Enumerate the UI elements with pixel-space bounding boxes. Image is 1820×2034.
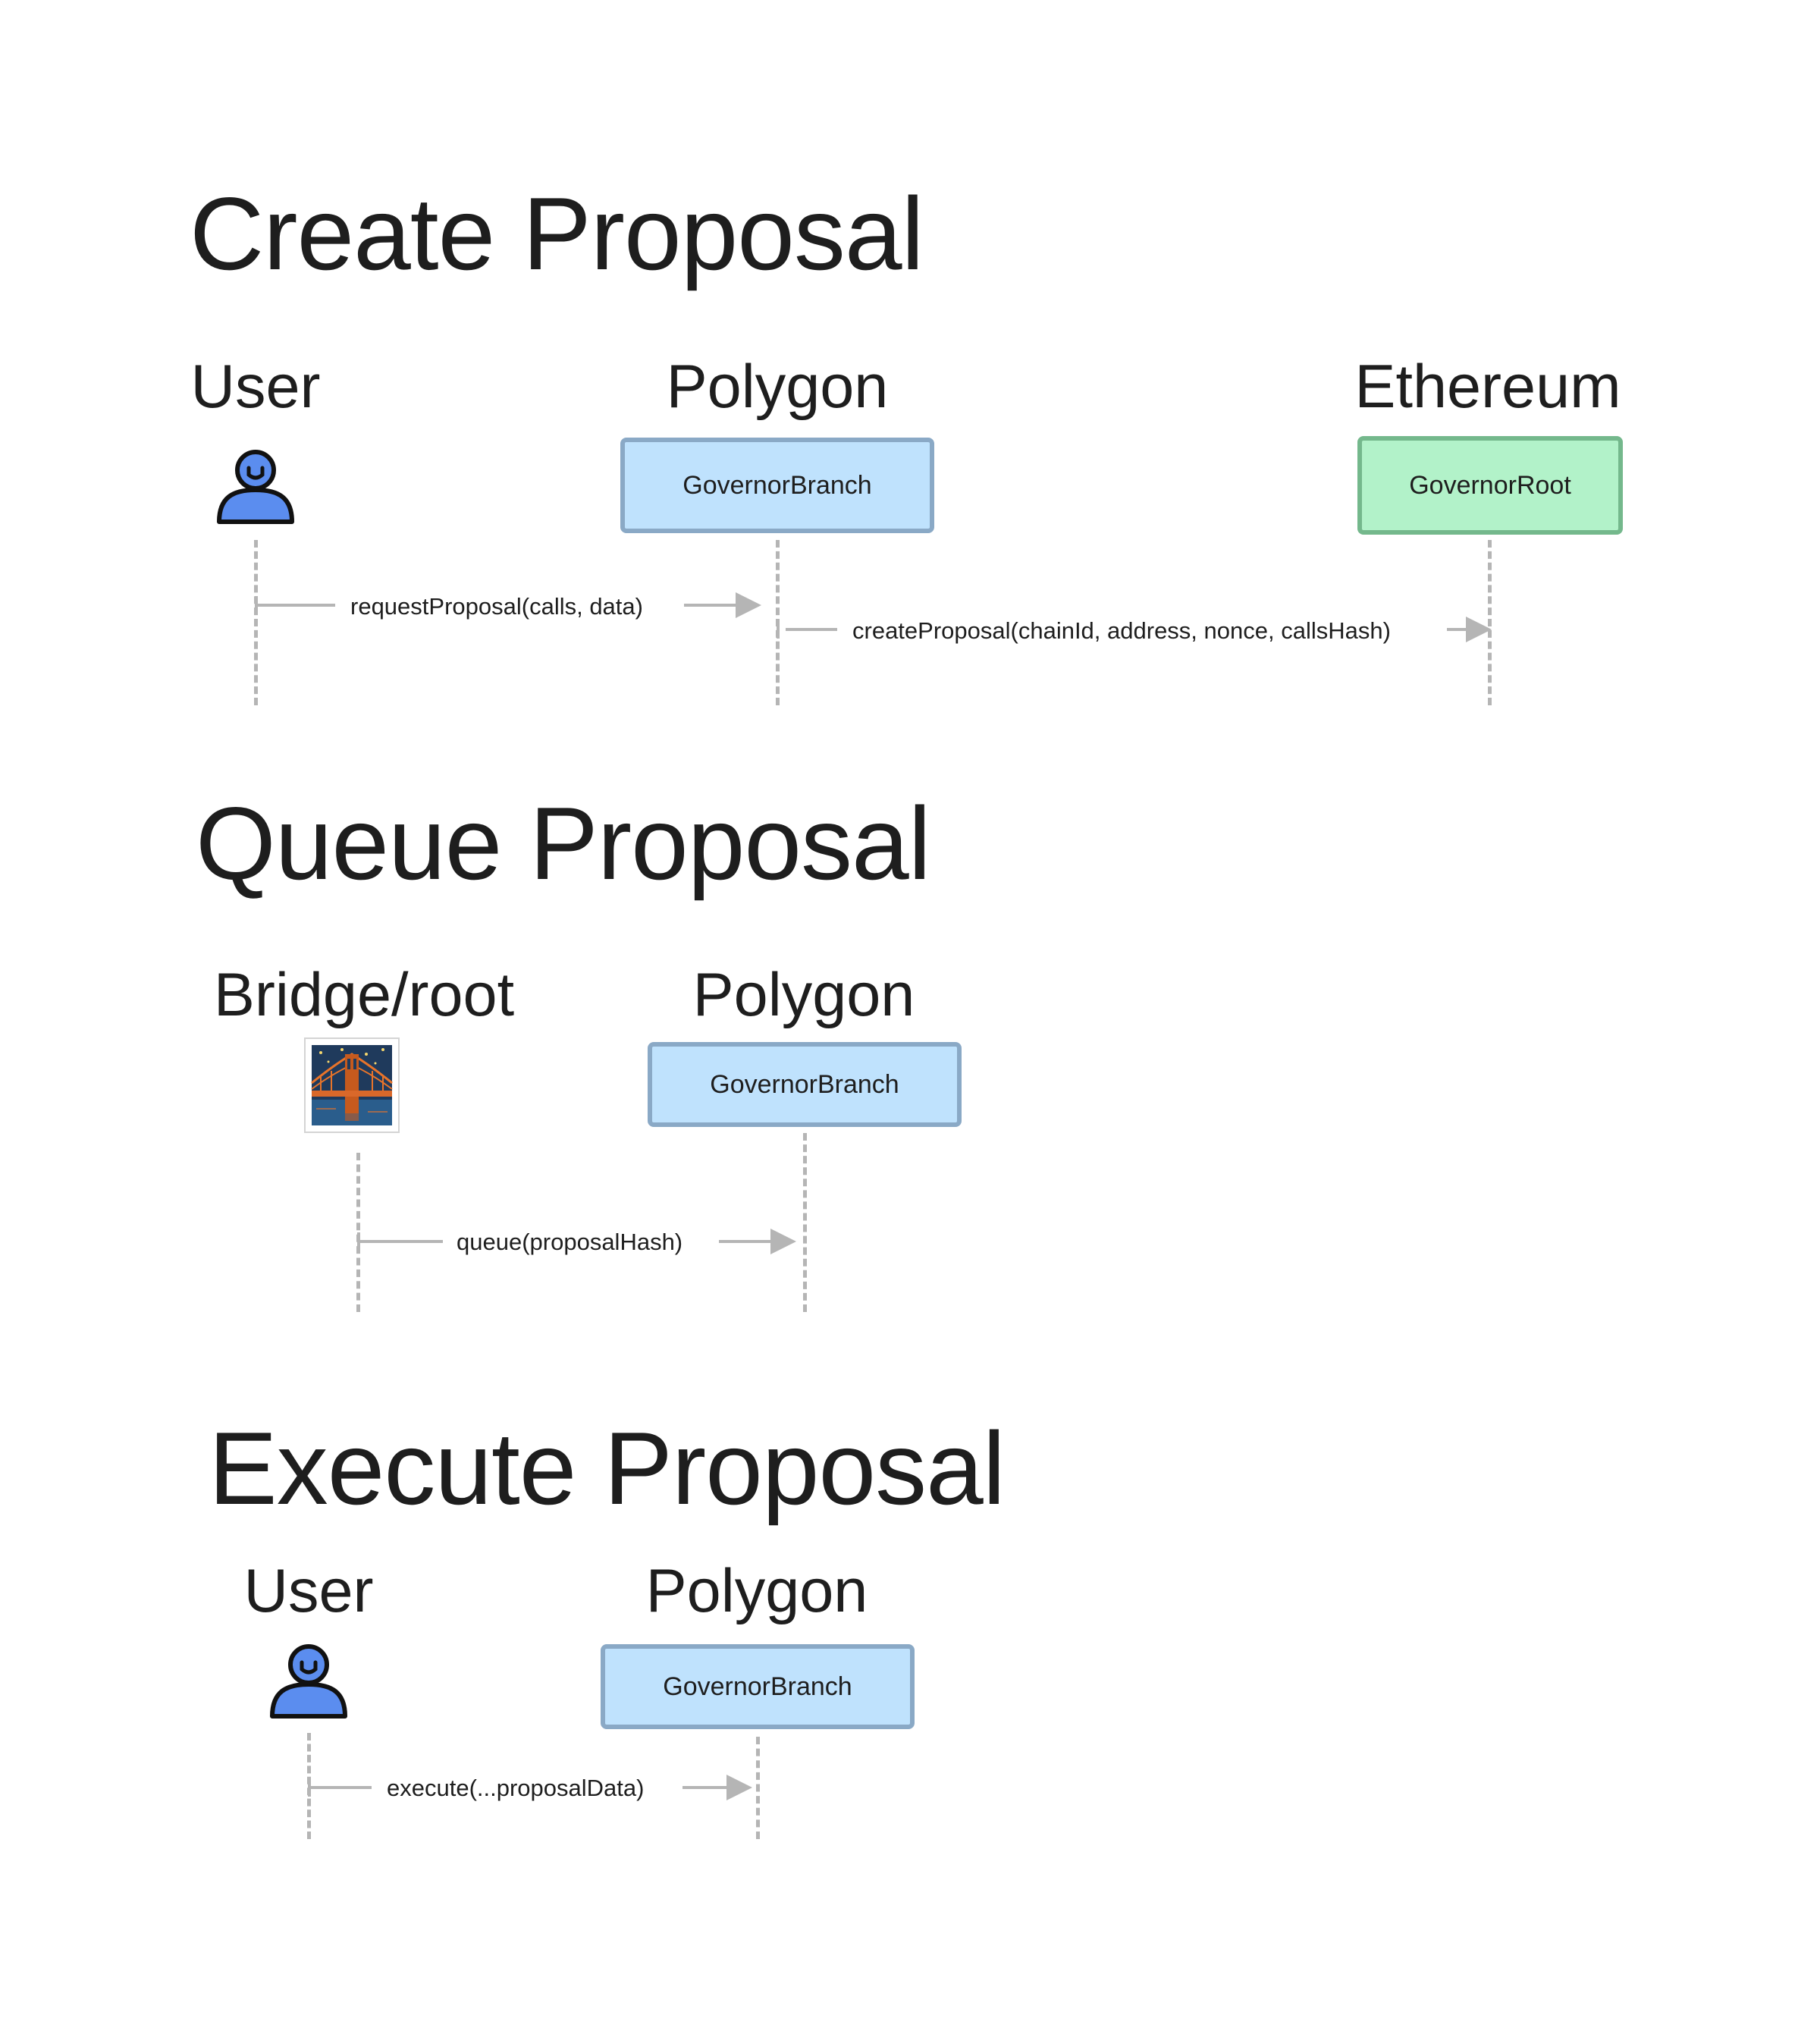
- execute-proposal-title: Execute Proposal: [209, 1411, 1006, 1526]
- execute-branch-lifeline: [756, 1737, 760, 1839]
- create-arrow-tail: [777, 620, 780, 639]
- queue-arrow-tail: [357, 1232, 360, 1251]
- create-actor-user-label: User: [190, 353, 321, 421]
- queue-actor-polygon-label: Polygon: [692, 961, 915, 1029]
- execute-actor-polygon-label: Polygon: [645, 1557, 868, 1625]
- execute-arrow-line-right: [682, 1786, 728, 1789]
- request-arrow-line-left: [256, 604, 335, 607]
- create-governor-root-box: GovernorRoot: [1357, 436, 1623, 535]
- create-proposal-title: Create Proposal: [190, 176, 924, 291]
- queue-actor-bridge-label: Bridge/root: [213, 961, 515, 1029]
- person-icon: [216, 447, 295, 526]
- create-actor-ethereum-label: Ethereum: [1354, 353, 1621, 421]
- bridge-at-night-icon: [304, 1037, 400, 1133]
- queue-branch-lifeline: [803, 1133, 807, 1312]
- queue-arrow-line-right: [719, 1240, 772, 1243]
- create-arrow-line-left: [786, 628, 837, 631]
- execute-governor-branch-box: GovernorBranch: [601, 1644, 915, 1729]
- queue-governor-branch-box: GovernorBranch: [648, 1042, 962, 1127]
- create-user-lifeline: [254, 540, 258, 705]
- queue-arrow-head: [770, 1229, 796, 1254]
- request-proposal-message: requestProposal(calls, data): [350, 593, 643, 620]
- request-arrow-head: [736, 592, 761, 618]
- queue-arrow-line-left: [359, 1240, 443, 1243]
- request-arrow-line-right: [684, 604, 737, 607]
- create-actor-polygon-label: Polygon: [666, 353, 889, 421]
- execute-arrow-head: [726, 1775, 752, 1800]
- create-arrow-head: [1466, 617, 1492, 642]
- execute-actor-user-label: User: [243, 1557, 374, 1625]
- execute-message: execute(...proposalData): [387, 1775, 645, 1801]
- person-icon: [269, 1642, 348, 1721]
- create-governor-branch-box: GovernorBranch: [620, 438, 934, 533]
- create-proposal-message: createProposal(chainId, address, nonce, …: [852, 617, 1391, 644]
- create-arrow-line-right: [1447, 628, 1468, 631]
- queue-proposal-title: Queue Proposal: [196, 786, 931, 901]
- execute-arrow-line-left: [309, 1786, 372, 1789]
- queue-message: queue(proposalHash): [457, 1229, 683, 1255]
